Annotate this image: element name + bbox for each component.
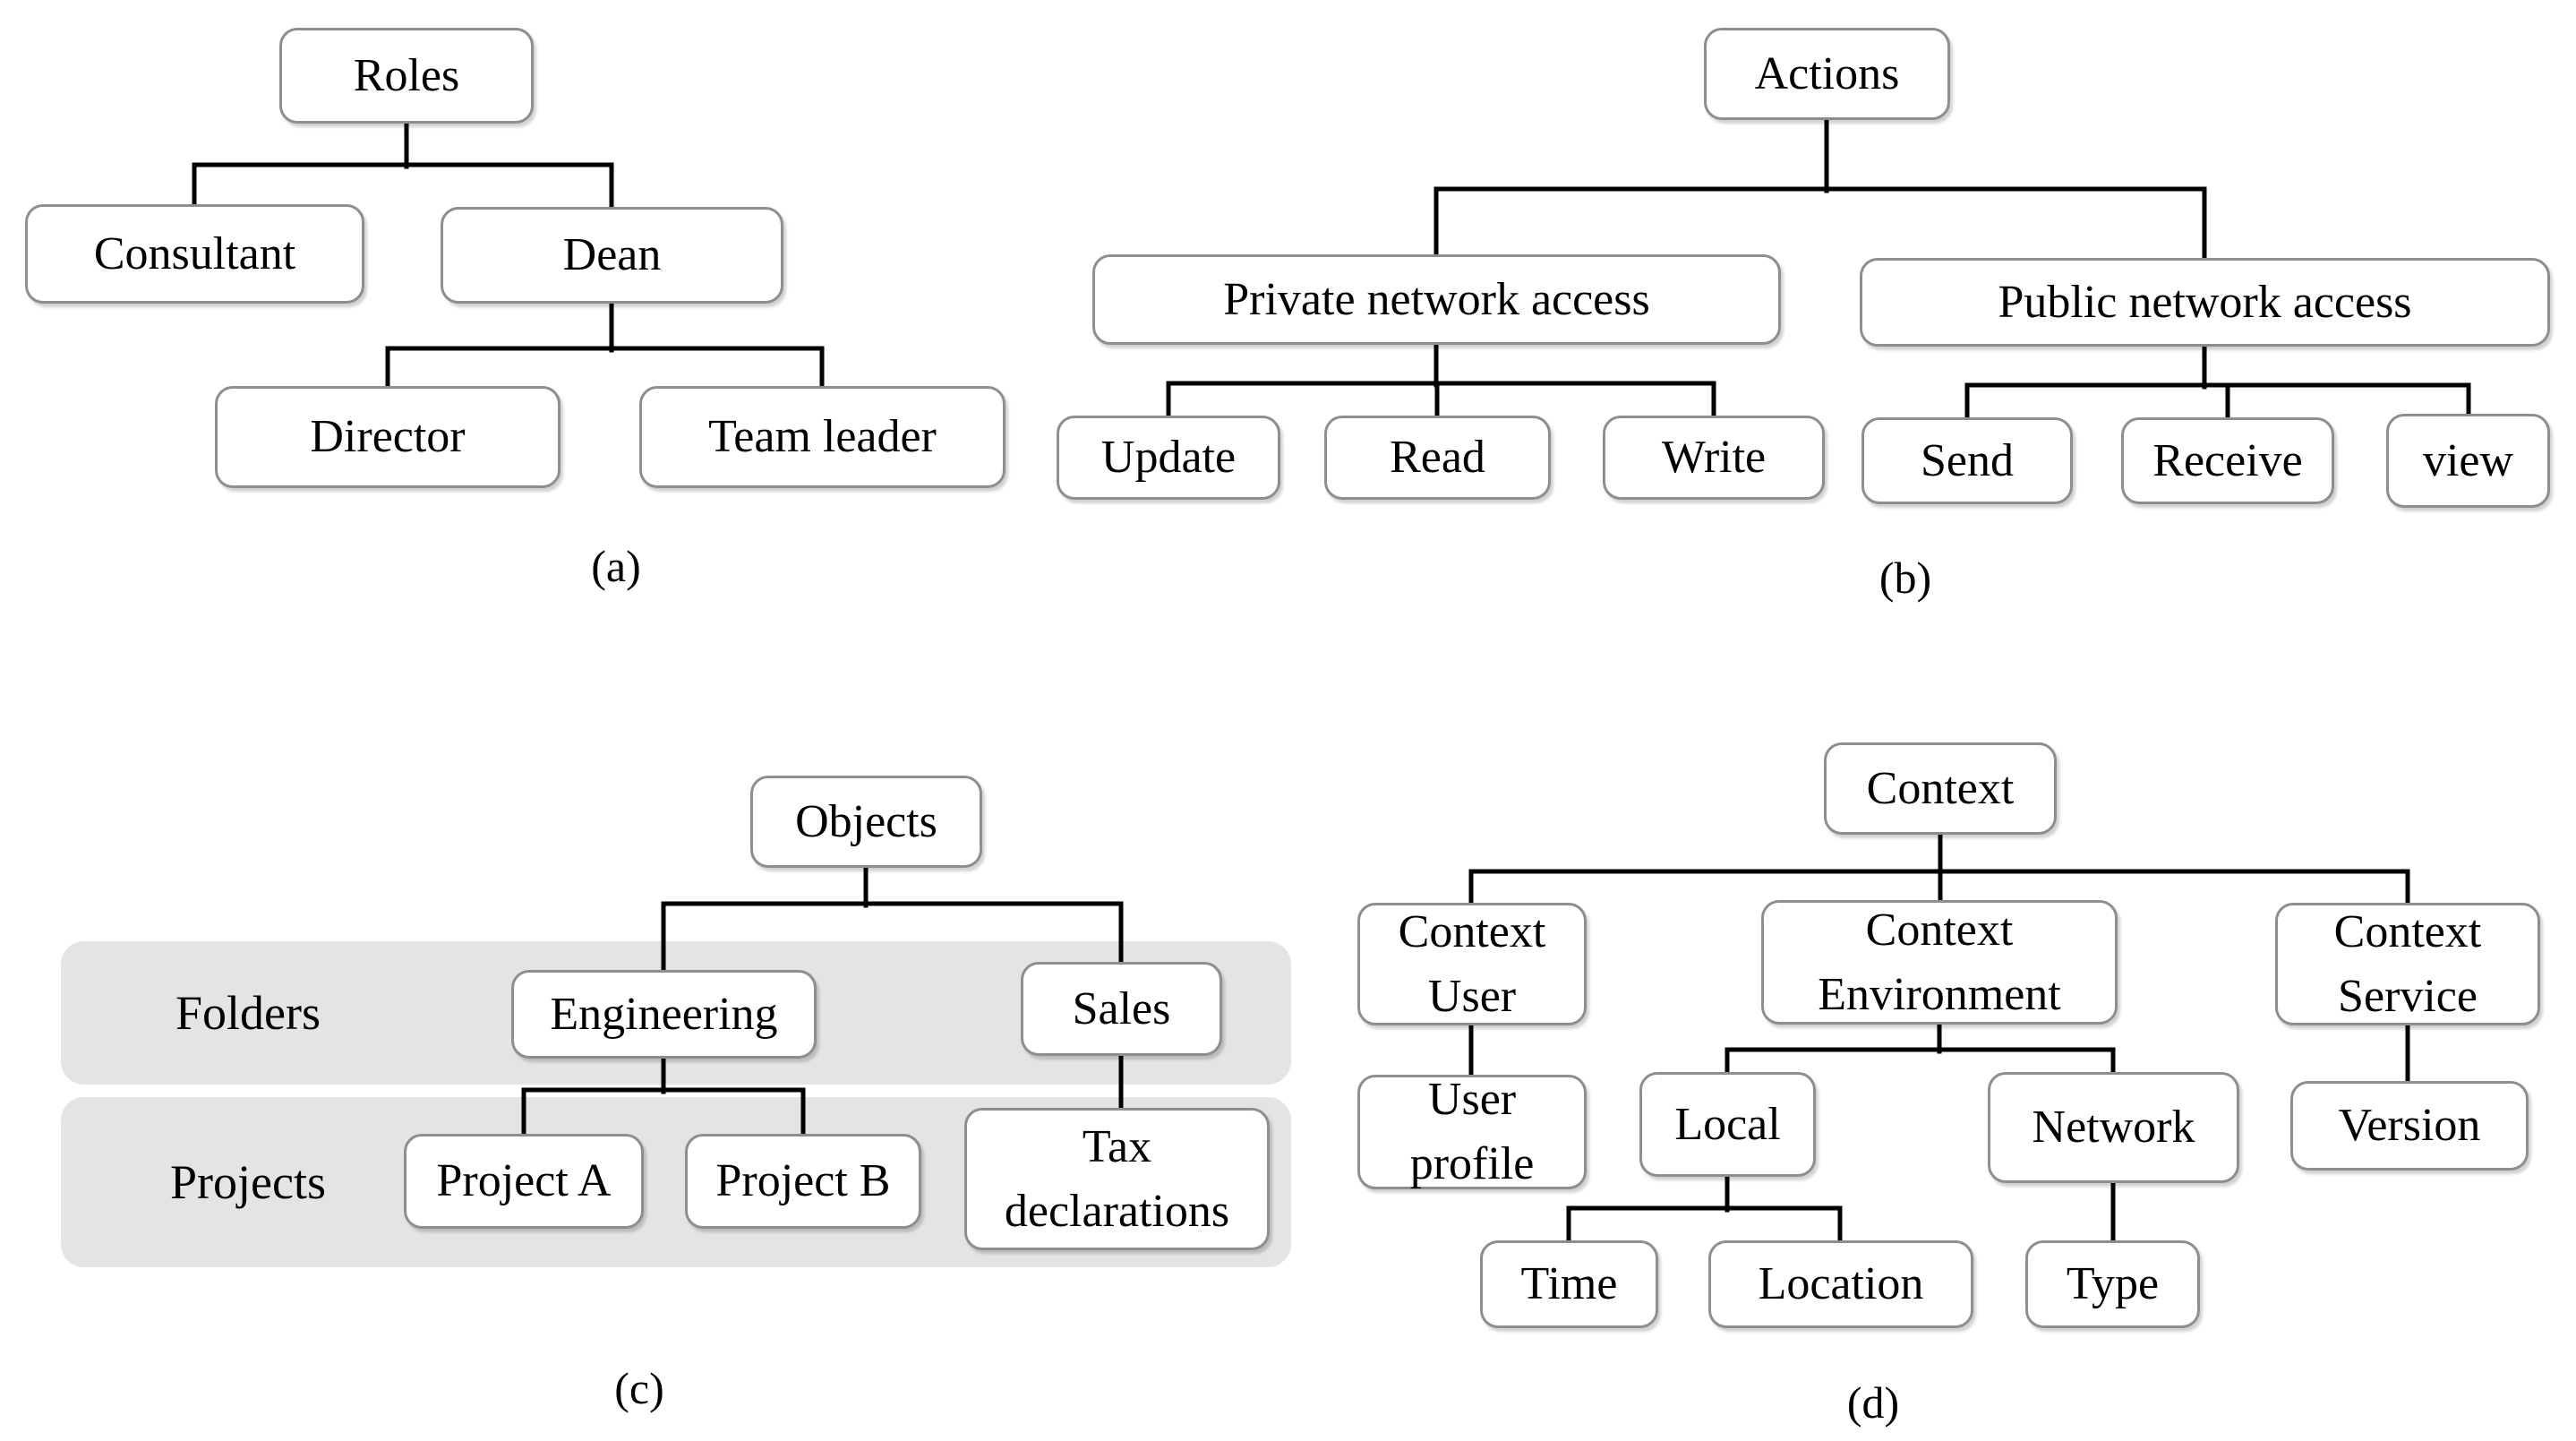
node-sales: Sales (1021, 962, 1222, 1056)
node-update: Update (1057, 416, 1280, 500)
node-local: Local (1639, 1072, 1816, 1177)
node-private-network-access: Private network access (1092, 254, 1781, 345)
node-director: Director (215, 386, 561, 488)
node-context: Context (1824, 742, 2057, 835)
node-type: Type (2025, 1240, 2200, 1328)
node-team-leader: Team leader (639, 386, 1006, 488)
caption-d: (d) (1846, 1377, 1900, 1428)
node-user-profile: User profile (1357, 1074, 1587, 1189)
node-location: Location (1708, 1240, 1973, 1328)
node-write: Write (1603, 416, 1825, 500)
folders-row-label: Folders (175, 986, 321, 1040)
caption-a: (a) (591, 541, 641, 591)
node-send: Send (1861, 417, 2073, 504)
node-project-b: Project B (685, 1134, 921, 1229)
node-project-a: Project A (404, 1134, 644, 1229)
node-context-user: Context User (1357, 903, 1587, 1025)
node-dean: Dean (441, 207, 783, 304)
caption-c: (c) (614, 1363, 664, 1413)
connectors-panel-a (192, 116, 825, 390)
node-context-service: Context Service (2275, 903, 2540, 1025)
connectors-panel-c (521, 862, 1124, 1138)
node-network: Network (1988, 1072, 2239, 1183)
node-tax-declarations: Tax declarations (964, 1108, 1270, 1250)
node-time: Time (1480, 1240, 1658, 1328)
projects-row-label: Projects (170, 1155, 326, 1209)
node-public-network-access: Public network access (1860, 258, 2550, 347)
node-context-environment: Context Environment (1761, 900, 2118, 1025)
node-objects: Objects (750, 776, 982, 868)
node-receive: Receive (2121, 417, 2334, 504)
node-actions: Actions (1704, 28, 1950, 120)
node-roles: Roles (279, 28, 534, 124)
caption-b: (b) (1879, 553, 1932, 603)
connectors-panel-d (1468, 828, 2410, 1245)
node-view: view (2386, 414, 2550, 508)
node-engineering: Engineering (511, 970, 817, 1059)
node-version: Version (2290, 1081, 2529, 1171)
node-read: Read (1324, 416, 1551, 500)
node-consultant: Consultant (25, 204, 364, 304)
connectors-panel-b (1166, 114, 2471, 425)
